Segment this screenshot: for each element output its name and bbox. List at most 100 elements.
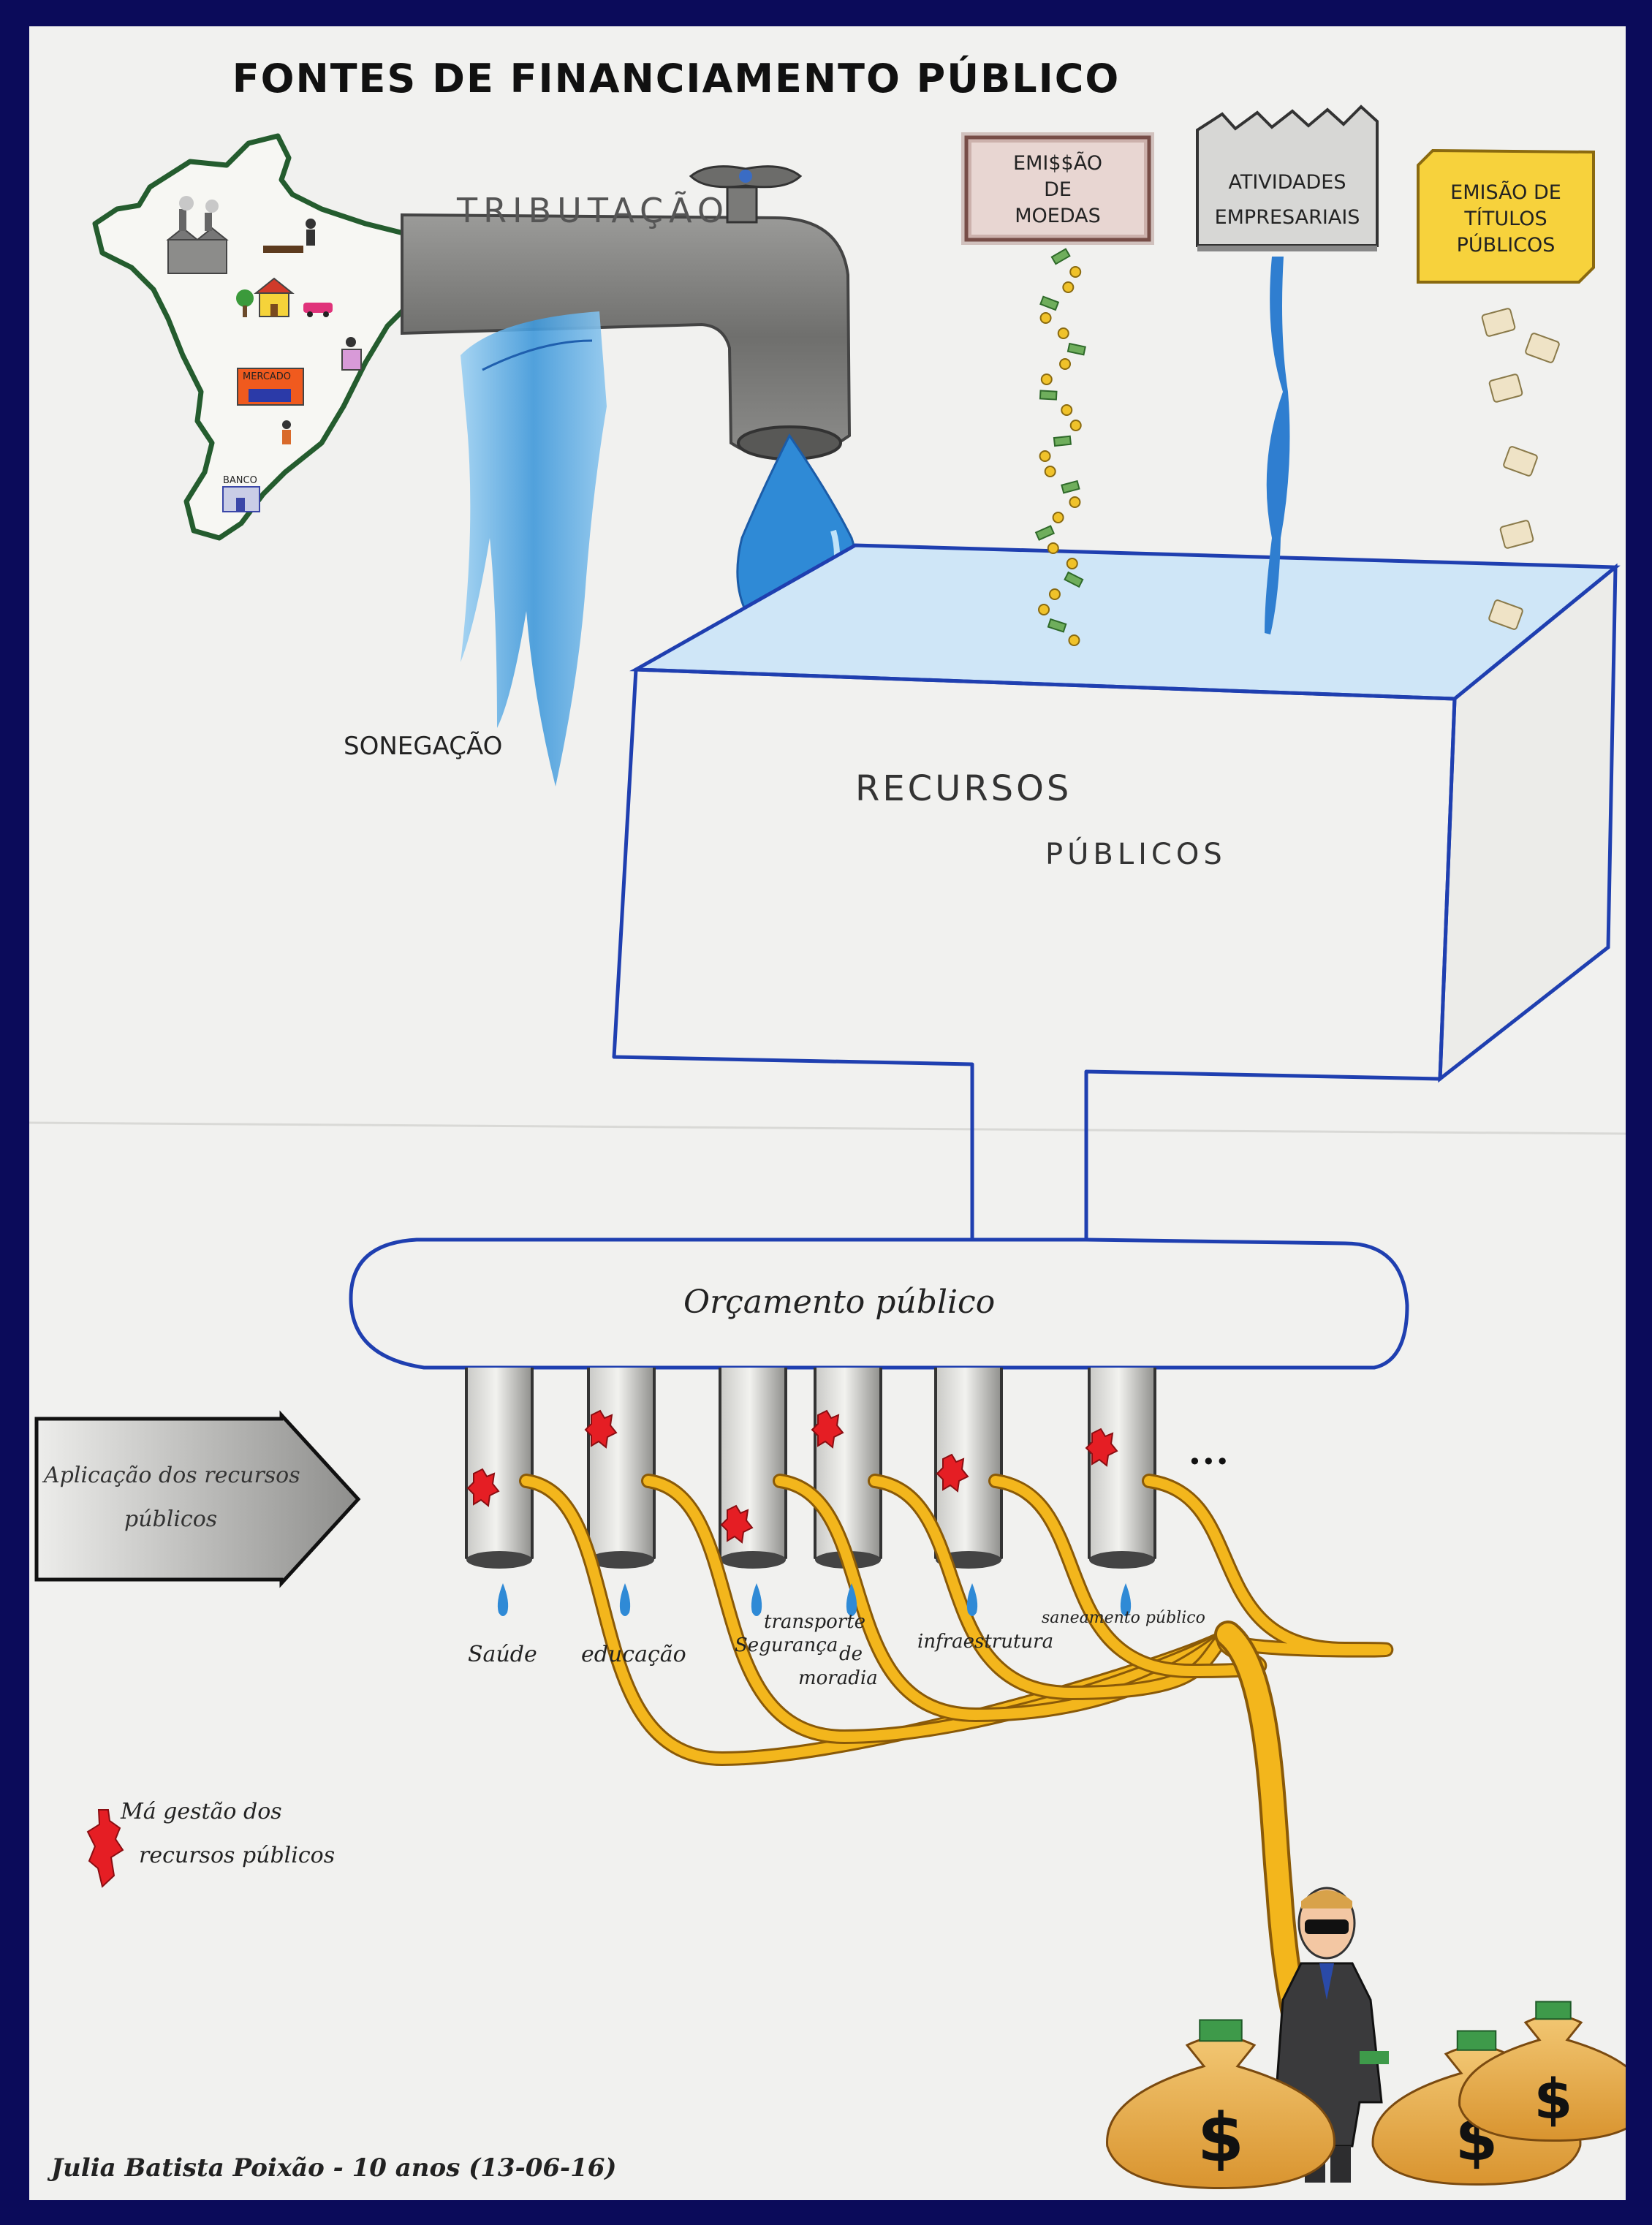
outlet-drop (497, 1583, 509, 1616)
source-moedas-line-2: DE (1044, 178, 1072, 201)
coin (1040, 374, 1053, 385)
bag-notes (1456, 2030, 1497, 2051)
source-text-moedas: EMI$$ÃO DE MOEDAS (966, 151, 1149, 230)
outlet-pipe (814, 1368, 882, 1566)
mismanagement-blot (720, 1504, 754, 1544)
outlet-drop (1120, 1583, 1132, 1616)
bank-note (1050, 248, 1071, 265)
outlet-label-saneamento: saneamento público (1042, 1609, 1205, 1627)
coin (1061, 404, 1073, 416)
coin (1069, 266, 1082, 278)
car-icon (303, 303, 333, 317)
outlet-label-moradia: moradia (798, 1667, 878, 1689)
outlet-pipe-mouth (466, 1551, 532, 1569)
recursos-label-2: PÚBLICOS (1045, 838, 1227, 871)
outlet-label-infraestrutura: infraestrutura (917, 1631, 1054, 1653)
source-text-atividades: ATIVIDADES EMPRESARIAIS (1197, 165, 1377, 235)
coin (1057, 327, 1069, 339)
outlet-label-de: de (839, 1643, 863, 1665)
house-icon (236, 277, 295, 317)
mismanagement-blot (811, 1409, 844, 1449)
bank-note (1064, 571, 1084, 588)
poster-paper: $$$ FONTES DE FINANCIAMENTO PÚBLICO TRIB… (29, 26, 1626, 2200)
recursos-label-1: RECURSOS (855, 768, 1072, 809)
outlet-pipe-mouth (720, 1551, 786, 1569)
outlet-pipe-mouth (588, 1551, 654, 1569)
business-water-stream (1265, 257, 1290, 634)
bag-notes (1535, 2001, 1572, 2020)
mismanagement-blot (1085, 1428, 1118, 1467)
evasion-water (461, 311, 607, 786)
diversion-pipe (1144, 1476, 1392, 1656)
factory-icon (166, 196, 229, 274)
bank-note (1039, 295, 1060, 311)
source-titulos-line-2: TÍTULOS (1464, 208, 1547, 230)
source-box-atividades (1196, 105, 1379, 251)
coin (1047, 542, 1059, 554)
bag-notes (1199, 2019, 1243, 2042)
bank-note (1061, 480, 1080, 494)
source-text-titulos: EMISÃO DE TÍTULOS PÚBLICOS (1418, 180, 1594, 259)
outlet-drop (846, 1583, 857, 1616)
map-label-banco: BANCO (223, 475, 257, 486)
scroll (1525, 333, 1560, 363)
bank-note (1047, 618, 1067, 633)
legend-label-2: recursos públicos (139, 1843, 336, 1868)
coin (1069, 496, 1081, 508)
brazil-map (92, 133, 456, 541)
bag-dollar-sign: $ (1197, 2099, 1244, 2177)
source-box-moedas (961, 132, 1154, 245)
market-icon (237, 368, 304, 406)
mismanagement-blot (936, 1453, 969, 1493)
scroll (1488, 599, 1523, 630)
coin (1039, 312, 1052, 324)
source-titulos-line-3: PÚBLICOS (1456, 234, 1556, 257)
coin (1038, 604, 1050, 615)
bank-note (1053, 435, 1072, 447)
signature: Julia Batista Poixão - 10 anos (13-06-16… (51, 2153, 617, 2183)
public-resources-tank (612, 543, 1621, 1242)
coin (1044, 466, 1056, 477)
application-arrow (34, 1410, 361, 1588)
outlet-label-seguranca: Segurança (735, 1634, 838, 1656)
aplicacao-label-2: públicos (124, 1506, 218, 1532)
diagram-canvas: $$$ (29, 105, 1626, 2190)
outlet-label-saude: Saúde (468, 1642, 537, 1667)
money-bag (1458, 2014, 1626, 2142)
legend-label-1: Má gestão dos (121, 1799, 282, 1824)
coin (1062, 281, 1075, 293)
coin (1039, 450, 1051, 462)
scroll (1503, 446, 1538, 477)
coin (1059, 358, 1072, 370)
bank-note (1039, 390, 1058, 401)
bag-dollar-sign: $ (1534, 2066, 1573, 2131)
money-bag (1106, 2036, 1335, 2190)
money-bags: $$$ (1106, 2001, 1626, 2190)
budget-pipe (349, 1237, 1409, 1370)
source-titulos-line-1: EMISÃO DE (1450, 181, 1561, 204)
source-atividades-line-2: EMPRESARIAIS (1214, 206, 1360, 229)
outlet-pipe (465, 1368, 534, 1566)
bank-note (1034, 525, 1056, 541)
map-label-mercado: MERCADO (243, 371, 292, 382)
outlet-pipe (1088, 1368, 1156, 1566)
farmer-icon (263, 219, 316, 253)
outlet-label-educacao: educação (581, 1642, 686, 1667)
diversion-pipe (643, 1476, 1233, 1743)
coin (1066, 558, 1078, 569)
money-stream (1034, 248, 1086, 646)
paper-fold (29, 1121, 1626, 1135)
bank-note (1066, 342, 1086, 356)
outlet-pipe (587, 1368, 656, 1566)
outlet-pipes (465, 1368, 1156, 1569)
outlet-pipe-mouth (1089, 1551, 1155, 1569)
coin (1048, 588, 1061, 600)
outlet-drop (751, 1583, 762, 1616)
scroll (1488, 374, 1523, 403)
coin (1069, 420, 1082, 431)
page-title: FONTES DE FINANCIAMENTO PÚBLICO (232, 56, 1121, 102)
scroll (1481, 308, 1516, 337)
outlet-label-transporte: transporte (764, 1611, 866, 1633)
person-icon (341, 337, 362, 371)
outlet-drop (619, 1583, 631, 1616)
